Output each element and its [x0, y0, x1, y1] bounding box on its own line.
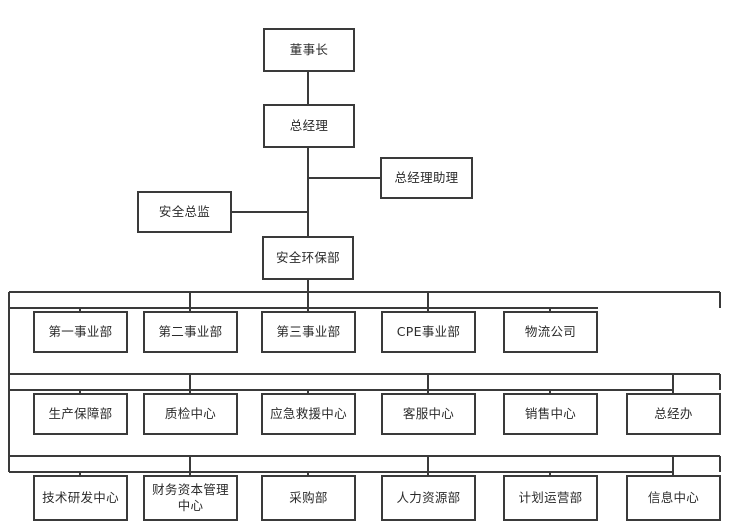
org-node-safety-env-dept[interactable]: 安全环保部: [262, 236, 354, 280]
org-node-finance-capital[interactable]: 财务资本管理中心: [143, 475, 238, 521]
org-node-planning-ops[interactable]: 计划运营部: [503, 475, 598, 521]
org-node-label: 物流公司: [524, 324, 577, 340]
org-node-emergency-center[interactable]: 应急救援中心: [261, 393, 356, 435]
org-node-logistics-co[interactable]: 物流公司: [503, 311, 598, 353]
org-node-label: 安全环保部: [275, 250, 340, 266]
org-node-label: 质检中心: [164, 406, 217, 422]
org-node-hr-dept[interactable]: 人力资源部: [381, 475, 476, 521]
org-node-label: 技术研发中心: [42, 490, 119, 506]
org-node-label: 客服中心: [402, 406, 455, 422]
org-node-general-manager[interactable]: 总经理: [263, 104, 355, 148]
org-node-safety-director[interactable]: 安全总监: [137, 191, 232, 233]
org-node-label: 第二事业部: [158, 324, 223, 340]
org-node-gm-office[interactable]: 总经办: [626, 393, 721, 435]
org-node-chairman[interactable]: 董事长: [263, 28, 355, 72]
org-node-label: 总经理助理: [394, 170, 459, 186]
org-node-div-2[interactable]: 第二事业部: [143, 311, 238, 353]
org-node-label: 销售中心: [524, 406, 577, 422]
org-node-div-1[interactable]: 第一事业部: [33, 311, 128, 353]
org-node-purchasing[interactable]: 采购部: [261, 475, 356, 521]
org-node-prod-support[interactable]: 生产保障部: [33, 393, 128, 435]
org-node-label: 总经办: [654, 406, 693, 422]
org-node-qc-center[interactable]: 质检中心: [143, 393, 238, 435]
org-node-label: 安全总监: [158, 204, 211, 220]
org-node-label: 财务资本管理中心: [152, 482, 229, 513]
org-node-label: 第三事业部: [276, 324, 341, 340]
org-node-label: 生产保障部: [48, 406, 113, 422]
org-node-gm-assistant[interactable]: 总经理助理: [380, 157, 473, 199]
org-node-label: 董事长: [289, 42, 329, 58]
org-node-label: 计划运营部: [518, 490, 583, 506]
org-node-label: 总经理: [289, 118, 329, 134]
org-node-sales-center[interactable]: 销售中心: [503, 393, 598, 435]
org-node-label: 人力资源部: [396, 490, 461, 506]
org-node-rd-center[interactable]: 技术研发中心: [33, 475, 128, 521]
org-node-div-cpe[interactable]: CPE事业部: [381, 311, 476, 353]
org-node-div-3[interactable]: 第三事业部: [261, 311, 356, 353]
org-node-label: 应急救援中心: [270, 406, 347, 422]
org-node-label: 采购部: [289, 490, 328, 506]
org-node-info-center[interactable]: 信息中心: [626, 475, 721, 521]
org-node-label: CPE事业部: [396, 324, 461, 340]
org-node-label: 第一事业部: [48, 324, 113, 340]
org-node-service-center[interactable]: 客服中心: [381, 393, 476, 435]
org-node-label: 信息中心: [647, 490, 700, 506]
